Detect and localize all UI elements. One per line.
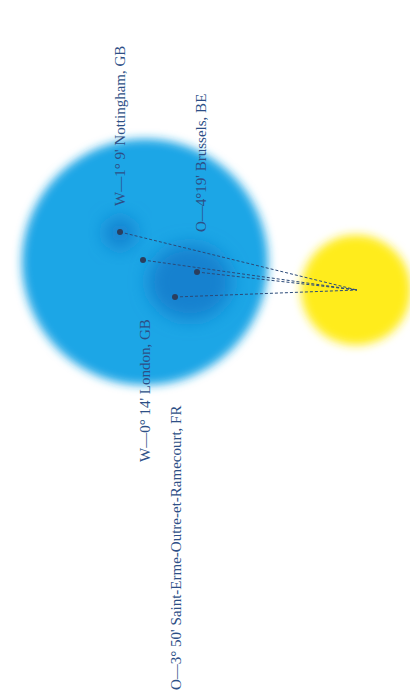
ray-line xyxy=(120,232,357,290)
location-dots xyxy=(117,229,200,300)
region-blob xyxy=(104,217,136,249)
ray-line xyxy=(197,272,357,290)
location-label: W—1° 9' Nottingham, GB xyxy=(111,46,129,206)
ray-lines xyxy=(120,232,357,297)
location-dot xyxy=(172,294,178,300)
region-blob xyxy=(148,244,232,320)
location-dot xyxy=(194,269,200,275)
location-dot xyxy=(140,257,146,263)
location-label: O—4°19' Brussels, BE xyxy=(192,94,210,232)
location-label: O—3° 50' Saint-Erme-Outre-et-Ramecourt, … xyxy=(167,406,185,690)
location-label: W—0° 14' London, GB xyxy=(136,319,154,462)
ray-line xyxy=(143,260,357,290)
ray-line xyxy=(175,290,357,297)
location-dot xyxy=(117,229,123,235)
